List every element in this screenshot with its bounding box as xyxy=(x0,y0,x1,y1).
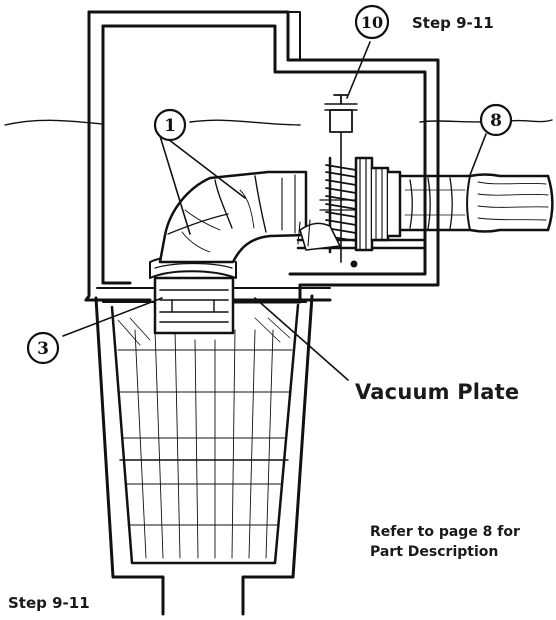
skimmer-housing xyxy=(84,10,440,304)
step-label-top: Step 9-11 xyxy=(412,14,494,32)
callout-number-1: 1 xyxy=(164,116,176,136)
elbow-fitting xyxy=(158,170,308,264)
callout-number-8: 8 xyxy=(490,111,502,131)
callout-part-3: 3 xyxy=(26,331,60,365)
refer-note-line2: Part Description xyxy=(370,544,499,560)
callout-number-10: 10 xyxy=(361,13,383,32)
leader-lines xyxy=(62,41,487,381)
vacuum-plate-fitting xyxy=(153,276,235,335)
refer-note: Refer to page 8 for Part Description xyxy=(370,522,520,562)
hose-connector xyxy=(354,156,402,252)
callout-part-1: 1 xyxy=(153,108,187,142)
valve-assembly xyxy=(297,94,361,268)
callout-part-8: 8 xyxy=(479,103,513,137)
vacuum-hose xyxy=(398,173,554,233)
callout-part-10: 10 xyxy=(354,4,390,40)
vacuum-plate-label: Vacuum Plate xyxy=(355,380,520,404)
strainer-basket xyxy=(94,294,314,616)
callout-number-3: 3 xyxy=(37,339,49,359)
water-line xyxy=(4,119,553,126)
refer-note-line1: Refer to page 8 for xyxy=(370,524,520,540)
step-label-bottom: Step 9-11 xyxy=(8,594,90,612)
